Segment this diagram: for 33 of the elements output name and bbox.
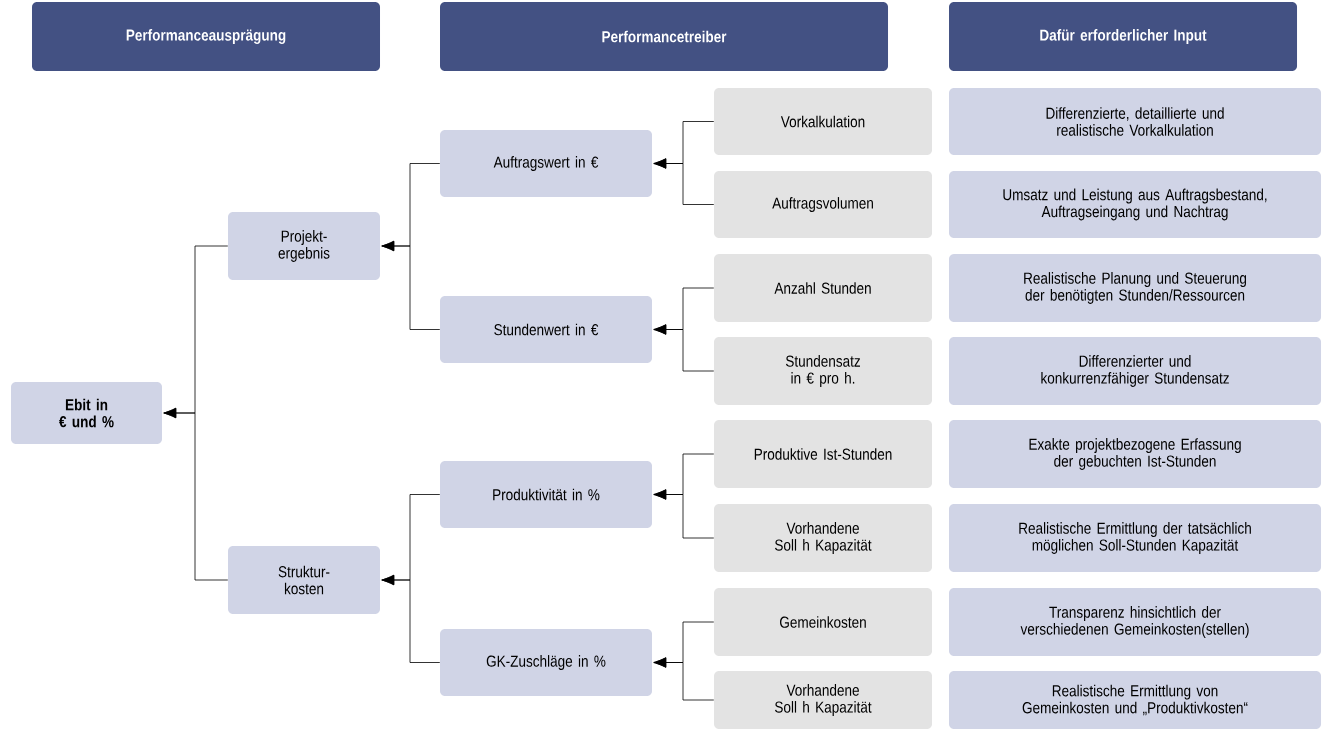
process-box: Vorkalkulation: [714, 88, 932, 155]
process-box: Anzahl Stunden: [714, 254, 932, 322]
process-box: Projekt- ergebnis: [228, 212, 380, 280]
input-box: Realistische Ermittlung der tatsächlich möglichen Soll-Stunden Kapazität: [949, 504, 1321, 572]
process-box: GK-Zuschläge in %: [440, 629, 652, 696]
process-box: Auftragswert in €: [440, 130, 652, 197]
process-box: Stundensatz in € pro h.: [714, 337, 932, 405]
connector-arrow: [653, 489, 715, 539]
connector-arrow: [381, 240, 441, 330]
input-box: Exakte projektbezogene Erfassung der gebuchten Ist-Stunden: [949, 420, 1321, 488]
connector-arrow: [653, 158, 715, 205]
process-box: Vorhandene Soll h Kapazität: [714, 671, 932, 729]
process-box: Ebit in € und %: [11, 382, 162, 444]
input-box: Realistische Ermittlung von Gemeinkosten und „Produktivkosten“: [949, 671, 1321, 729]
input-box: Umsatz und Leistung aus Auftragsbestand, Auftragseingang und Nachtrag: [949, 171, 1321, 238]
process-box: Produktivität in %: [440, 461, 652, 528]
connector-arrow: [653, 657, 715, 701]
header-box: Performanceausprägung: [32, 2, 380, 71]
input-box: Realistische Planung und Steuerung der benötigten Stunden/Ressourcen: [949, 254, 1321, 322]
connector-arrow: [653, 324, 715, 372]
process-box: Vorhandene Soll h Kapazität: [714, 504, 932, 572]
connector-arrow: [381, 574, 441, 663]
connector-arrow: [163, 407, 229, 581]
process-box: Auftragsvolumen: [714, 171, 932, 238]
header-box: Performancetreiber: [440, 2, 888, 71]
process-box: Produktive Ist-Stunden: [714, 420, 932, 488]
process-box: Struktur- kosten: [228, 546, 380, 614]
process-box: Gemeinkosten: [714, 588, 932, 656]
header-box: Dafür erforderlicher Input: [949, 2, 1297, 71]
input-box: Differenzierte, detaillierte und realistische Vorkalkulation: [949, 88, 1321, 155]
input-box: Transparenz hinsichtlich der verschiedenen Gemeinkosten(stellen): [949, 588, 1321, 656]
input-box: Differenzierter und konkurrenzfähiger Stundensatz: [949, 337, 1321, 405]
process-box: Stundenwert in €: [440, 296, 652, 363]
